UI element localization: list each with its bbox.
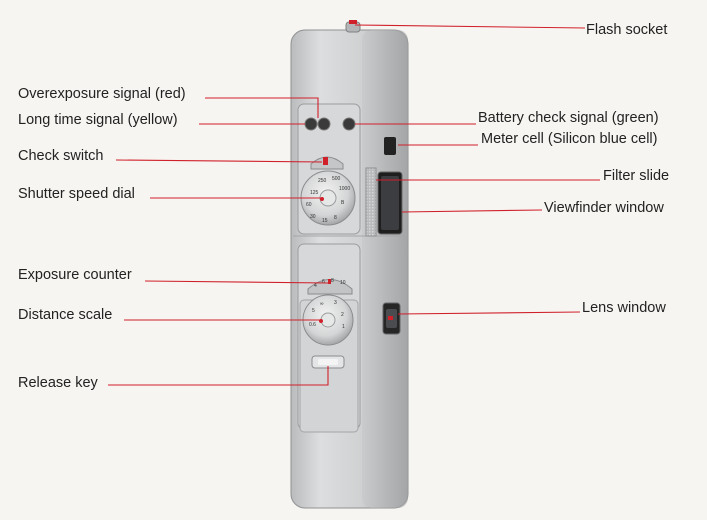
camera-body [291,30,408,508]
meter-cell [384,137,396,155]
svg-text:∞: ∞ [320,301,324,307]
leader-viewfinder [402,210,542,212]
long-time-signal-lamp [305,118,317,130]
leader-flash-socket [355,25,585,28]
label-release-key: Release key [18,375,98,391]
svg-text:1: 1 [342,324,345,330]
svg-text:8: 8 [331,278,334,284]
svg-text:1000: 1000 [339,186,350,192]
check-switch-marker [323,157,328,165]
svg-text:8: 8 [334,215,337,221]
svg-text:125: 125 [310,190,319,196]
svg-text:4: 4 [314,283,317,289]
battery-check-lamp [343,118,355,130]
svg-text:3: 3 [334,300,337,306]
label-overexposure-signal: Overexposure signal (red) [18,86,186,102]
label-shutter-speed-dial: Shutter speed dial [18,186,135,202]
label-lens-window: Lens window [582,300,666,316]
label-check-switch: Check switch [18,148,103,164]
leader-lens-window [398,312,580,314]
label-long-time-signal: Long time signal (yellow) [18,112,178,128]
svg-text:6: 6 [322,279,325,285]
svg-text:250: 250 [318,178,327,184]
flash-socket-marker [349,20,357,24]
label-battery-check-signal: Battery check signal (green) [478,110,659,126]
svg-text:2: 2 [341,312,344,318]
svg-text:10: 10 [340,280,346,286]
label-flash-socket: Flash socket [586,22,667,38]
label-distance-scale: Distance scale [18,307,112,323]
label-filter-slide: Filter slide [603,168,669,184]
overexposure-signal-lamp [318,118,330,130]
svg-text:30: 30 [310,214,316,220]
svg-text:0.6: 0.6 [309,322,316,328]
svg-text:500: 500 [332,176,341,182]
label-meter-cell: Meter cell (Silicon blue cell) [481,131,657,147]
label-exposure-counter: Exposure counter [18,267,132,283]
filter-slide [366,168,376,236]
svg-text:15: 15 [322,218,328,224]
label-viewfinder-window: Viewfinder window [544,200,664,216]
svg-text:5: 5 [312,308,315,314]
svg-text:60: 60 [306,202,312,208]
